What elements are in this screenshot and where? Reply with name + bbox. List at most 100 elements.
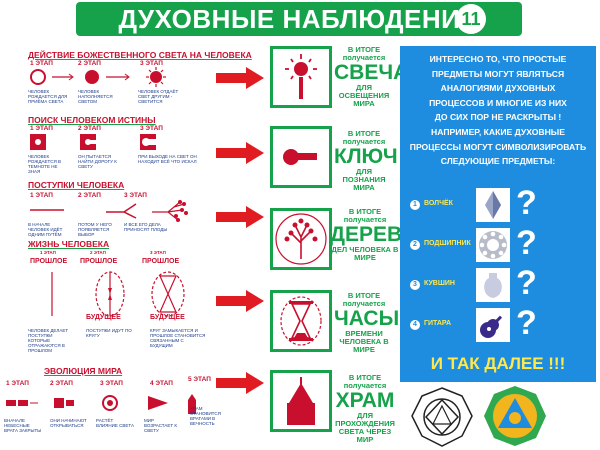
key-frame xyxy=(270,126,332,188)
result-suffix: ДЛЯ ПРОХОЖДЕНИЯ СВЕТА ЧЕРЕЗ МИР xyxy=(335,411,395,444)
info-line: ПРЕДМЕТЫ МОГУТ ЯВЛЯТЬСЯ xyxy=(431,68,565,79)
deeds-stages-drawing xyxy=(30,200,188,222)
stage-label: 1 ЭТАП xyxy=(30,192,53,199)
info-line: НАПРИМЕР, КАКИЕ ДУХОВНЫЕ xyxy=(431,126,565,137)
stage-label: 3 ЭТАП xyxy=(124,192,147,199)
item-number: 2 xyxy=(410,240,420,250)
candle-frame xyxy=(270,46,332,108)
result-word: ХРАМ xyxy=(335,389,395,412)
question-mark: ? xyxy=(516,224,537,262)
past-label: ПРОШЛОЕ xyxy=(30,258,68,265)
stage-note: И ВСЕ ЕГО ДЕЛА ПРИНОСЯТ ПЛОДЫ xyxy=(124,222,168,232)
result-prefix: В ИТОГЕ получается xyxy=(342,45,386,62)
result-suffix: ДЛЯ ПОЗНАНИЯ МИРА xyxy=(342,167,386,192)
tree-icon xyxy=(275,213,327,265)
info-line: СЛЕДУЮЩИЕ ПРЕДМЕТЫ: xyxy=(440,156,556,167)
bearing-icon xyxy=(476,228,510,262)
key-icon xyxy=(283,149,317,165)
guitar-icon xyxy=(476,308,510,342)
object-item-top: 1 ВОЛЧЁК ? xyxy=(406,184,592,226)
result-word: ЧАСЫ xyxy=(334,307,400,330)
result-prefix: В ИТОГЕ получается xyxy=(342,129,386,146)
title-banner: ДУХОВНЫЕ НАБЛЮДЕНИЯ xyxy=(76,2,522,36)
result-hourglass: В ИТОГЕ получается ЧАСЫ ВРЕМЕНИ ЧЕЛОВЕКА… xyxy=(334,291,400,354)
light-stages-drawing xyxy=(30,67,166,87)
result-key: В ИТОГЕ получается КЛЮЧ ДЛЯ ПОЗНАНИЯ МИР… xyxy=(334,129,398,192)
right-arrow-icon xyxy=(216,290,264,312)
stage-note: ОНИ НАЧИНАЮТ ОТКРЫВАТЬСЯ xyxy=(50,418,87,428)
colored-symbol-icon xyxy=(484,386,546,446)
section-title-light: ДЕЙСТВИЕ БОЖЕСТВЕННОГО СВЕТА НА ЧЕЛОВЕКА xyxy=(28,50,252,60)
spinning-top-icon xyxy=(476,188,510,222)
section-title-life: ЖИЗНЬ ЧЕЛОВЕКА xyxy=(28,239,110,249)
info-text: ИНТЕРЕСНО ТО, ЧТО ПРОСТЫЕ ПРЕДМЕТЫ МОГУТ… xyxy=(408,52,588,169)
item-label: ПОДШИПНИК xyxy=(424,240,471,247)
result-tree: В ИТОГЕ получается ДЕРЕВО ДЕЛ ЧЕЛОВЕКА В… xyxy=(330,207,418,262)
hourglass-icon xyxy=(280,296,322,346)
temple-frame xyxy=(270,370,332,432)
result-word: ДЕРЕВО xyxy=(330,223,418,246)
evolution-stages-drawing xyxy=(6,394,196,414)
info-line: ДО СИХ ПОР НЕ РАСКРЫТЫ ! xyxy=(434,112,562,123)
info-line: ИНТЕРЕСНО ТО, ЧТО ПРОСТЫЕ xyxy=(429,54,567,64)
stage-note: ЧЕЛОВЕК РОЖДАЕТСЯ В ТЕМНОТЕ НЕ ЗНАЯ xyxy=(28,154,62,174)
question-mark: ? xyxy=(516,184,537,222)
stage-note: РАСТЁТ ВЛИЯНИЕ СВЕТА xyxy=(96,418,134,428)
item-number: 1 xyxy=(410,200,420,210)
question-mark: ? xyxy=(516,304,537,342)
and-so-on-text: И ТАК ДАЛЕЕ !!! xyxy=(430,354,566,373)
stage-note: ХРАМ СТАНОВИТСЯ ВРАТАМИ В ВЕЧНОСТЬ xyxy=(190,406,221,426)
question-mark: ? xyxy=(516,264,537,302)
result-word: СВЕЧА xyxy=(334,61,409,84)
candle-icon xyxy=(285,54,317,99)
stage-label: 3 ЭТАП xyxy=(140,125,163,132)
stage-label: 3 ЭТАП xyxy=(140,60,163,67)
temple-icon xyxy=(287,377,315,425)
stage-label: 1 ЭТАП xyxy=(6,380,29,387)
life-stages-drawing xyxy=(51,271,185,317)
geometric-symbol-icon xyxy=(411,387,473,447)
stage-note: ВНАЧАЛЕ НЕБЕСНЫЕ ВРАТА ЗАКРЫТЫ xyxy=(4,418,42,433)
right-arrow-icon xyxy=(216,206,264,228)
stage-label: 2 ЭТАП xyxy=(50,380,73,387)
hourglass-frame xyxy=(270,290,332,352)
stage-label: 1 ЭТАП xyxy=(40,250,56,255)
stage-note: ПОСТУПКИ ИДУТ ПО КРУГУ xyxy=(86,328,132,338)
item-number: 3 xyxy=(410,280,420,290)
result-prefix: В ИТОГЕ получается xyxy=(343,207,387,224)
past-label: ПРОШЛОЕ xyxy=(80,258,118,265)
right-arrow-icon xyxy=(216,142,264,164)
result-word: КЛЮЧ xyxy=(334,145,398,168)
stage-label: 4 ЭТАП xyxy=(150,380,173,387)
item-number: 4 xyxy=(410,320,420,330)
result-suffix: ДЛЯ ОСВЕЩЕНИЯ МИРА xyxy=(338,83,390,108)
item-label: ГИТАРА xyxy=(424,320,451,327)
result-suffix: ДЕЛ ЧЕЛОВЕКА В МИРЕ xyxy=(331,245,399,262)
stage-label: 2 ЭТАП xyxy=(90,250,106,255)
item-label: КУВШИН xyxy=(424,280,455,287)
stage-label: 2 ЭТАП xyxy=(78,192,101,199)
object-item-bearing: 2 ПОДШИПНИК ? xyxy=(406,224,592,266)
tree-frame xyxy=(270,208,332,270)
stage-note: В НАЧАЛЕ ЧЕЛОВЕК ИДЁТ ОДНИМ ПУТЁМ xyxy=(28,222,63,237)
stage-label: 1 ЭТАП xyxy=(30,60,53,67)
page-title: ДУХОВНЫЕ НАБЛЮДЕНИЯ xyxy=(118,3,480,34)
past-label: ПРОШЛОЕ xyxy=(142,258,180,265)
section-title-deeds: ПОСТУПКИ ЧЕЛОВЕКА xyxy=(28,180,125,190)
stage-label: 5 ЭТАП xyxy=(188,376,211,383)
future-label: БУДУЩЕЕ xyxy=(150,314,185,321)
result-prefix: В ИТОГЕ получается xyxy=(343,373,387,390)
stage-note: ЧЕЛОВЕК ОТДАЁТ СВЕТ ДРУГИМ - СВЕТИТСЯ xyxy=(138,89,179,104)
section-title-evolution: ЭВОЛЮЦИЯ МИРА xyxy=(44,366,123,376)
stage-note: ПОТОМ У НЕГО ПОЯВЛЯЕТСЯ ВЫБОР xyxy=(78,222,112,237)
result-prefix: В ИТОГЕ получается xyxy=(342,291,386,308)
stage-note: ЧЕЛОВЕК НАПОЛНЯЕТСЯ СВЕТОМ xyxy=(78,89,113,104)
info-line: ПРОЦЕССОВ И МНОГИЕ ИЗ НИХ xyxy=(429,97,567,108)
info-line: ПРОЦЕССЫ МОГУТ СИМВОЛИЗИРОВАТЬ xyxy=(409,141,587,152)
stage-note: ОН ПЫТАЕТСЯ НАЙТИ ДОРОГУ К СВЕТУ xyxy=(78,154,117,169)
stage-label: 2 ЭТАП xyxy=(78,125,101,132)
stage-label: 3 ЭТАП xyxy=(100,380,123,387)
right-arrow-icon xyxy=(216,372,264,394)
object-item-jug: 3 КУВШИН ? xyxy=(406,264,592,306)
object-item-guitar: 4 ГИТАРА ? xyxy=(406,304,592,346)
